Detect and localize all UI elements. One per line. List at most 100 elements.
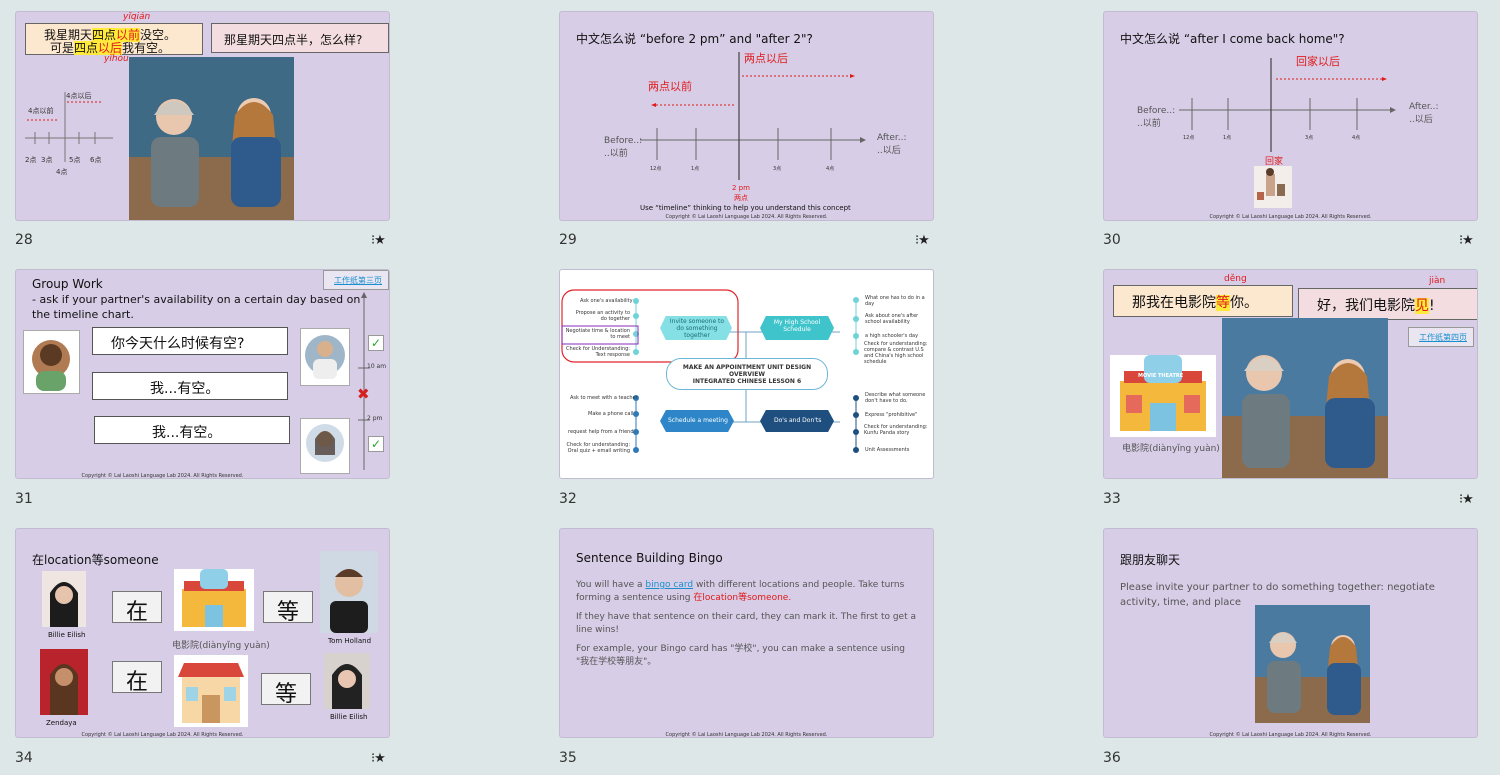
mindmap-node-dos-donts: Do's and Don'ts (760, 410, 834, 432)
card-text: 在 (125, 670, 148, 695)
portrait-zendaya (40, 649, 88, 715)
highlight: 以后 (98, 41, 123, 55)
slide-thumbnail-29[interactable]: 中文怎么说 “before 2 pm” and "after 2"? 两点以后 … (559, 11, 934, 221)
leaf: What one has to do in a day (865, 295, 925, 307)
slide-star-icon[interactable]: ⁝★ (915, 233, 930, 248)
leaf: Ask about one's after school availabilit… (865, 313, 919, 325)
leaf: Ask to meet with a teacher (570, 395, 638, 401)
axis-after: After..: ..以后 (877, 133, 907, 156)
copyright: Copyright © Lai Laoshi Language Lab 2024… (1209, 214, 1372, 220)
center-label-2pm: 2 pm (732, 184, 750, 192)
slide-thumbnail-36[interactable]: 跟朋友聊天 Please invite your partner to do s… (1103, 528, 1478, 738)
copyright: Copyright © Lai Laoshi Language Lab 2024… (1209, 732, 1372, 738)
avatar-girl-right (300, 418, 350, 474)
tick-1: 1点 (691, 166, 700, 172)
card-text: 等 (276, 600, 299, 625)
cinema-label: 电影院(diànyǐng yuàn) (1122, 444, 1220, 454)
leaf: Propose an activity to do together (575, 310, 630, 322)
text: 我有空。 (122, 41, 171, 55)
cinema-label: 电影院(diànyǐng yuàn) (172, 641, 270, 651)
slide-title: 跟朋友聊天 (1120, 553, 1181, 567)
tick-3: 3点 (1305, 135, 1314, 141)
tick-4: 4点 (56, 168, 68, 176)
slide-subtitle-2: the timeline chart. (32, 308, 134, 321)
slide-title: Group Work (32, 277, 103, 291)
answer-bubble-1: 我...有空。 (92, 372, 288, 400)
leaf: Check for understanding: Kunfu Panda sto… (864, 424, 928, 436)
slide-star-icon[interactable]: ⁝★ (1459, 233, 1474, 248)
deng-card: 等 (263, 591, 313, 625)
slide-star-icon[interactable]: ⁝★ (1459, 492, 1474, 507)
center-label-huijia: 回家 (1265, 157, 1284, 167)
timeline-29 (640, 52, 866, 180)
leaf: Describe what someone don't have to do. (865, 392, 926, 404)
leaf: Ask one's availability (580, 298, 633, 304)
slide-title: 在location等someone (32, 553, 159, 567)
tick-12: 12点 (1183, 135, 1195, 141)
center-label-liangdian: 两点 (734, 194, 748, 202)
text: 好，我们电影院 (1317, 298, 1415, 314)
photo-two-girls (129, 57, 294, 220)
text: 可是 (50, 41, 75, 55)
speech-bubble-right: 那星期天四点半，怎么样? (211, 23, 389, 53)
tick-6: 6点 (90, 156, 102, 164)
axis-before: Before..: ..以前 (604, 136, 643, 159)
tick-5: 5点 (69, 156, 81, 164)
slide-thumbnail-32[interactable]: Invite someone to do something together … (559, 269, 934, 479)
axis-after: After..: ..以后 (1409, 102, 1439, 125)
slide-number-30: 30 (1103, 232, 1121, 248)
label-after: 回家以后 (1296, 55, 1340, 68)
slide-thumbnail-34[interactable]: 在location等someone Billie Eilish 在 电影院(di… (15, 528, 390, 738)
center-title: INTEGRATED CHINESE LESSON 6 (692, 378, 802, 385)
slide-thumbnail-28[interactable]: 我星期天四点以前没空。 可是四点以后我有空。 yǐqián yǐhòu 那星期天… (15, 11, 390, 221)
name-label: Billie Eilish (330, 713, 368, 721)
worksheet-link[interactable]: 工作纸第三页 (323, 270, 389, 290)
zai-card: 在 (112, 661, 162, 695)
slide-title: 中文怎么说 “after I come back home"? (1120, 32, 1345, 46)
portrait-billie-eilish (324, 653, 370, 709)
leaf: request help from a friend (568, 429, 634, 435)
deng-card: 等 (261, 673, 311, 707)
star-icon: ★ (1462, 233, 1474, 248)
tick-3: 3点 (773, 166, 782, 172)
answer-text: 我...有空。 (152, 425, 222, 441)
question-text: 你今天什么时候有空? (111, 336, 245, 352)
time-2pm: 2 pm (367, 415, 383, 422)
speech-bubble-left: 我星期天四点以前没空。 可是四点以后我有空。 (25, 23, 203, 55)
portrait-tom-holland (320, 551, 378, 633)
slide-thumbnail-30[interactable]: 中文怎么说 “after I come back home"? 回家以后 Bef… (1103, 11, 1478, 221)
pinyin-yihou: yǐhòu (104, 54, 129, 64)
pinyin-deng: děng (1224, 274, 1247, 284)
zai-card: 在 (112, 591, 162, 625)
slide-star-icon[interactable]: ⁝★ (371, 233, 386, 248)
name-label: Tom Holland (328, 637, 372, 645)
slide-number-32: 32 (559, 491, 577, 507)
paragraph-3: For example, your Bingo card has "学校", y… (576, 644, 906, 667)
text: ! (1429, 298, 1435, 314)
center-title: OVERVIEW (729, 371, 765, 378)
slide-thumbnail-31[interactable]: 工作纸第三页 Group Work - ask if your partner'… (15, 269, 390, 479)
mindmap-node-schedule: My High School Schedule (760, 316, 834, 340)
slide-thumbnail-35[interactable]: Sentence Building Bingo You will have a … (559, 528, 934, 738)
text: 你。 (1230, 295, 1258, 311)
slide-number-33: 33 (1103, 491, 1121, 507)
card-text: 等 (274, 682, 297, 707)
node-label: Schedule a meeting (668, 417, 728, 424)
copyright: Copyright © Lai Laoshi Language Lab 2024… (81, 732, 244, 738)
slide-star-icon[interactable]: ⁝★ (371, 751, 386, 766)
worksheet-link[interactable]: 工作纸第四页 (1408, 327, 1474, 347)
avatar-boy-right (300, 328, 350, 386)
bingo-card-link[interactable]: bingo card (645, 580, 694, 590)
highlight: 四点 (74, 41, 99, 55)
slide-thumbnail-33[interactable]: děng jiàn 那我在电影院等你。 好，我们电影院见! 工作纸第四页 MOV… (1103, 269, 1478, 479)
leaf: Express "prohibitive" (865, 412, 918, 418)
tick-4: 4点 (826, 166, 835, 172)
copyright: Copyright © Lai Laoshi Language Lab 2024… (665, 732, 828, 738)
bubble-text: 好，我们电影院见! (1317, 295, 1435, 315)
text: 我星期天 (44, 28, 93, 42)
tick-3: 3点 (41, 156, 53, 164)
star-icon: ★ (374, 751, 386, 766)
slide-number-31: 31 (15, 491, 33, 507)
star-icon: ★ (918, 233, 930, 248)
paragraph-1: You will have a bingo card with differen… (576, 579, 921, 605)
